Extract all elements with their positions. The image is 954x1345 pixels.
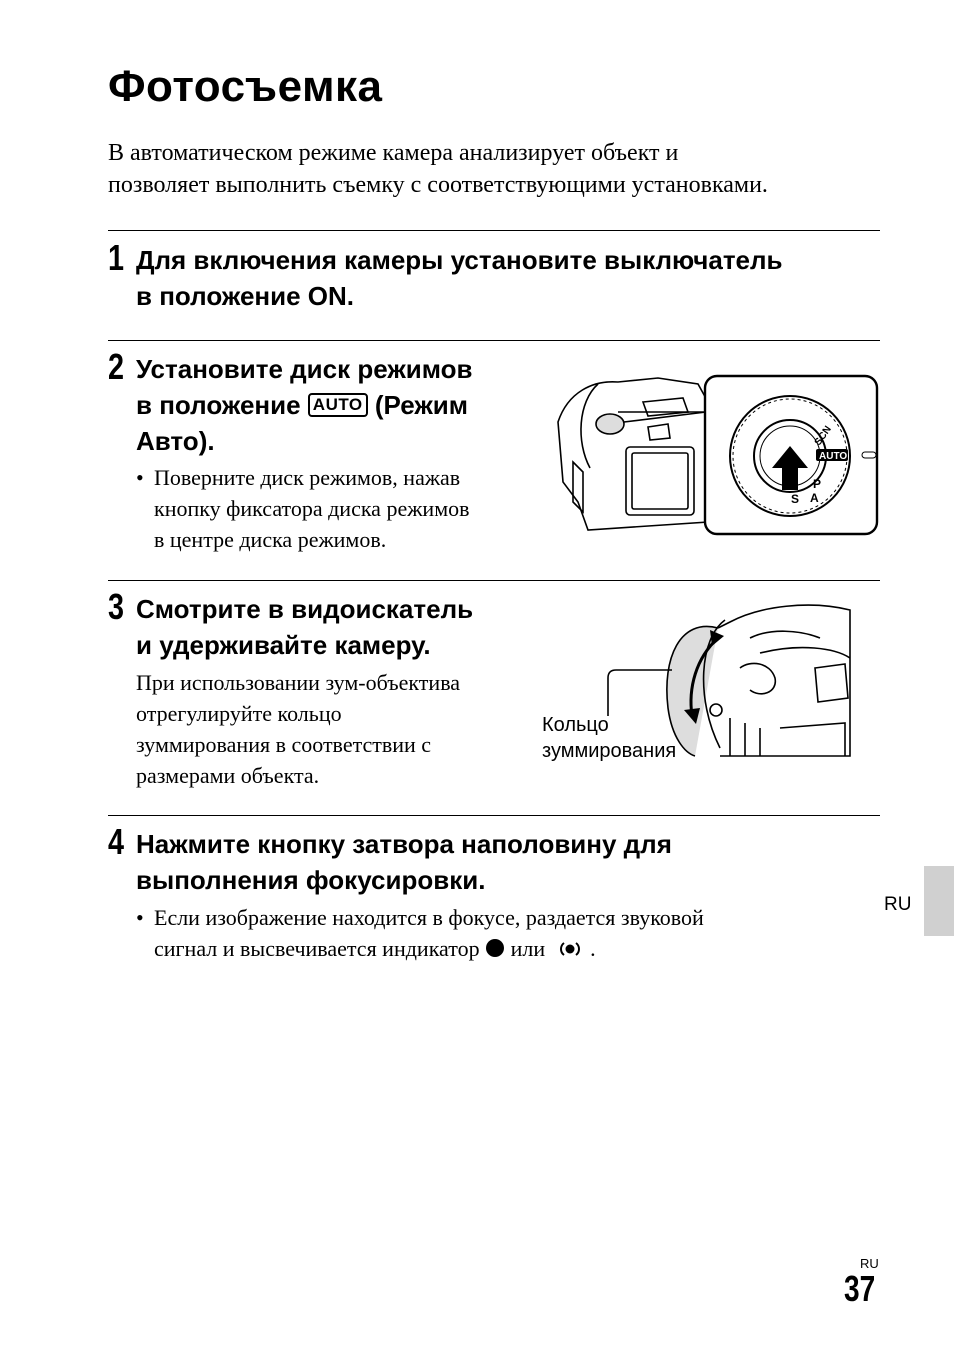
heading-line: Авто). xyxy=(136,426,215,456)
step-number: 4 xyxy=(108,821,125,862)
intro-line: В автоматическом режиме камера анализиру… xyxy=(108,140,679,166)
step-2-heading: Установите диск режимов в положение AUTO… xyxy=(136,351,473,459)
dial-label-p: P xyxy=(813,477,821,491)
heading-line: в положение ON. xyxy=(136,281,355,311)
intro-paragraph: В автоматическом режиме камера анализиру… xyxy=(108,137,898,201)
step-4-heading: Нажмите кнопку затвора наполовину для вы… xyxy=(136,826,672,898)
caption-line: зуммирования xyxy=(542,740,677,762)
heading-line: в положение AUTO (Режим xyxy=(136,387,473,423)
divider xyxy=(108,230,880,231)
dial-label-auto: AUTO xyxy=(819,451,847,462)
bullet-line: в центре диска режимов. xyxy=(154,527,387,552)
heading-text: (Режим xyxy=(374,390,469,420)
step-3-body: При использовании зум-объектива отрегули… xyxy=(136,667,460,791)
dial-label-a: A xyxy=(810,491,819,505)
language-side-tab xyxy=(924,866,954,936)
heading-line: Нажмите кнопку затвора наполовину для xyxy=(136,829,672,859)
heading-line: выполнения фокусировки. xyxy=(136,865,486,895)
heading-line: Установите диск режимов xyxy=(136,354,473,384)
divider xyxy=(108,580,880,581)
step-1-heading: Для включения камеры установите выключат… xyxy=(136,242,783,314)
bullet-line: кнопку фиксатора диска режимов xyxy=(154,496,470,521)
body-line: При использовании зум-объектива xyxy=(136,670,461,695)
heading-line: и удерживайте камеру. xyxy=(136,630,431,660)
focus-indicator-icon xyxy=(486,939,505,957)
bullet-line: Если изображение находится в фокусе, раз… xyxy=(136,902,704,933)
step-number: 1 xyxy=(108,237,125,278)
bullet-text: . xyxy=(590,936,596,961)
heading-text: в положение xyxy=(136,390,301,420)
step-3-heading: Смотрите в видоискатель и удерживайте ка… xyxy=(136,591,473,663)
step-4-bullet: Если изображение находится в фокусе, раз… xyxy=(136,902,704,964)
zoom-ring-caption: Кольцо зуммирования xyxy=(542,712,676,764)
body-line: зуммирования в соответствии с xyxy=(136,732,432,757)
body-line: отрегулируйте кольцо xyxy=(136,701,342,726)
auto-mode-icon: AUTO xyxy=(307,393,368,417)
step-2-bullet: Поверните диск режимов, нажав кнопку фик… xyxy=(136,462,470,555)
divider xyxy=(108,815,880,816)
bullet-line: Поверните диск режимов, нажав xyxy=(136,462,470,493)
caption-line: Кольцо xyxy=(542,714,609,736)
step-number: 2 xyxy=(108,346,125,387)
intro-line: позволяет выполнить съемку с соответству… xyxy=(108,172,768,198)
bullet-text: или xyxy=(510,936,546,961)
step-number: 3 xyxy=(108,586,125,627)
language-side-label: RU xyxy=(884,894,912,915)
dial-label-s: S xyxy=(791,492,799,506)
divider xyxy=(108,340,880,341)
bullet-text: сигнал и высвечивается индикатор xyxy=(154,936,480,961)
page-lang-label: RU xyxy=(860,1256,879,1271)
continuous-focus-icon xyxy=(559,942,580,956)
body-line: размерами объекта. xyxy=(136,763,320,788)
zoom-ring-illustration xyxy=(607,604,851,757)
heading-line: Смотрите в видоискатель xyxy=(136,594,474,624)
page-title: Фотосъемка xyxy=(108,62,383,111)
bullet-line: сигнал и высвечивается индикатор или . xyxy=(136,933,704,964)
heading-line: Для включения камеры установите выключат… xyxy=(136,245,783,275)
mode-dial-illustration: SCN AUTO P A S xyxy=(557,374,879,536)
page-number: 37 xyxy=(844,1268,876,1309)
